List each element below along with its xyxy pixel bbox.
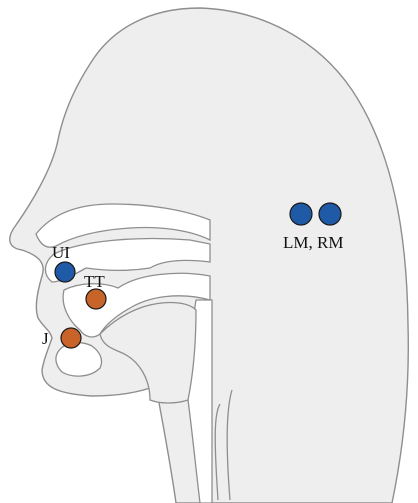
- ui-marker: [55, 262, 75, 282]
- tt-marker: [86, 289, 106, 309]
- lm-rm-label: LM, RM: [283, 233, 343, 252]
- lm-marker: [290, 203, 312, 225]
- lower-oral-cavity: [56, 343, 102, 376]
- j-marker: [61, 328, 81, 348]
- rm-marker: [319, 203, 341, 225]
- j-label: J: [42, 329, 49, 348]
- ui-label: UI: [52, 243, 70, 262]
- tt-label: TT: [84, 272, 105, 291]
